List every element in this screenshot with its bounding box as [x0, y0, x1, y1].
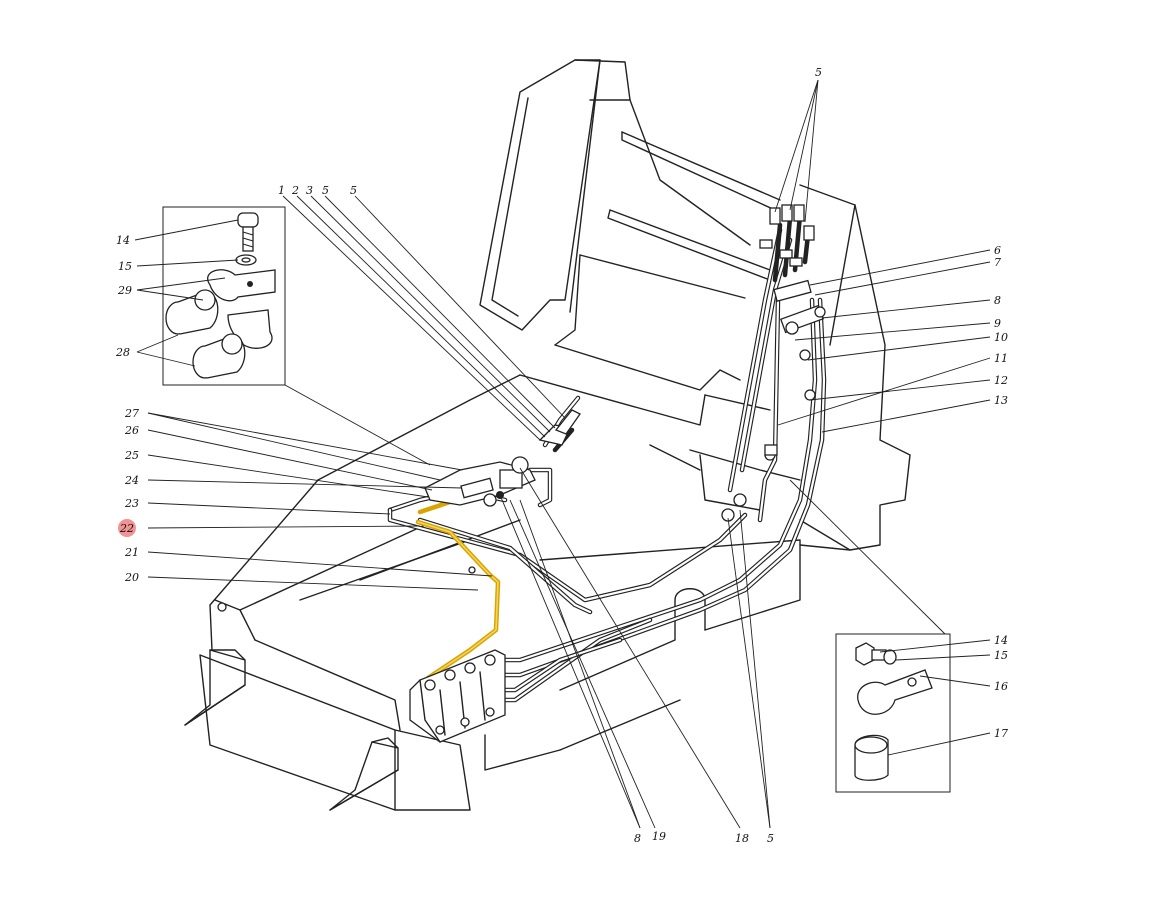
callout-13: 13 [994, 394, 1008, 407]
right-fittings [721, 204, 826, 522]
inset-clamp-bottom-right [835, 633, 951, 793]
callout-28: 28 [115, 346, 130, 359]
callout-15: 15 [118, 260, 132, 273]
callout-22-marker [118, 519, 136, 537]
leader-lines [134, 79, 991, 829]
callout-5: 5 [350, 184, 357, 197]
callout-20: 20 [124, 571, 139, 584]
callout-29: 29 [117, 284, 132, 297]
callout-2: 2 [291, 184, 299, 197]
callout-26: 26 [124, 424, 139, 437]
upper-manifold [424, 409, 581, 507]
callout-12: 12 [994, 374, 1008, 387]
callout-10: 10 [994, 331, 1008, 344]
callout-21: 21 [124, 546, 139, 559]
callout-11: 11 [994, 352, 1008, 365]
callout-8: 8 [994, 294, 1001, 307]
pipe-network [387, 212, 827, 703]
callout-6: 6 [994, 244, 1001, 257]
cab-body [184, 59, 911, 811]
valve-block [409, 649, 506, 743]
callout-5: 5 [322, 184, 329, 197]
callout-5: 5 [815, 66, 822, 79]
callout-labels: 1 2 3 5 5 5 6 7 8 9 10 11 12 13 14 15 29… [115, 66, 1008, 845]
callout-8: 8 [634, 832, 641, 845]
callout-22: 22 [119, 522, 134, 535]
callout-27: 27 [124, 407, 139, 420]
callout-19: 19 [652, 830, 666, 843]
callout-5: 5 [767, 832, 774, 845]
inset-clamp-top-left [162, 206, 286, 386]
callout-24: 24 [124, 474, 139, 487]
callout-7: 7 [994, 256, 1001, 269]
callout-9: 9 [994, 317, 1001, 330]
callout-23: 23 [124, 497, 139, 510]
callout-14: 14 [994, 634, 1008, 647]
callout-17: 17 [994, 727, 1008, 740]
callout-15: 15 [994, 649, 1008, 662]
callout-1: 1 [278, 184, 285, 197]
callout-18: 18 [735, 832, 749, 845]
callout-14: 14 [116, 234, 130, 247]
callout-25: 25 [124, 449, 139, 462]
callout-16: 16 [994, 680, 1008, 693]
callout-3: 3 [306, 184, 313, 197]
